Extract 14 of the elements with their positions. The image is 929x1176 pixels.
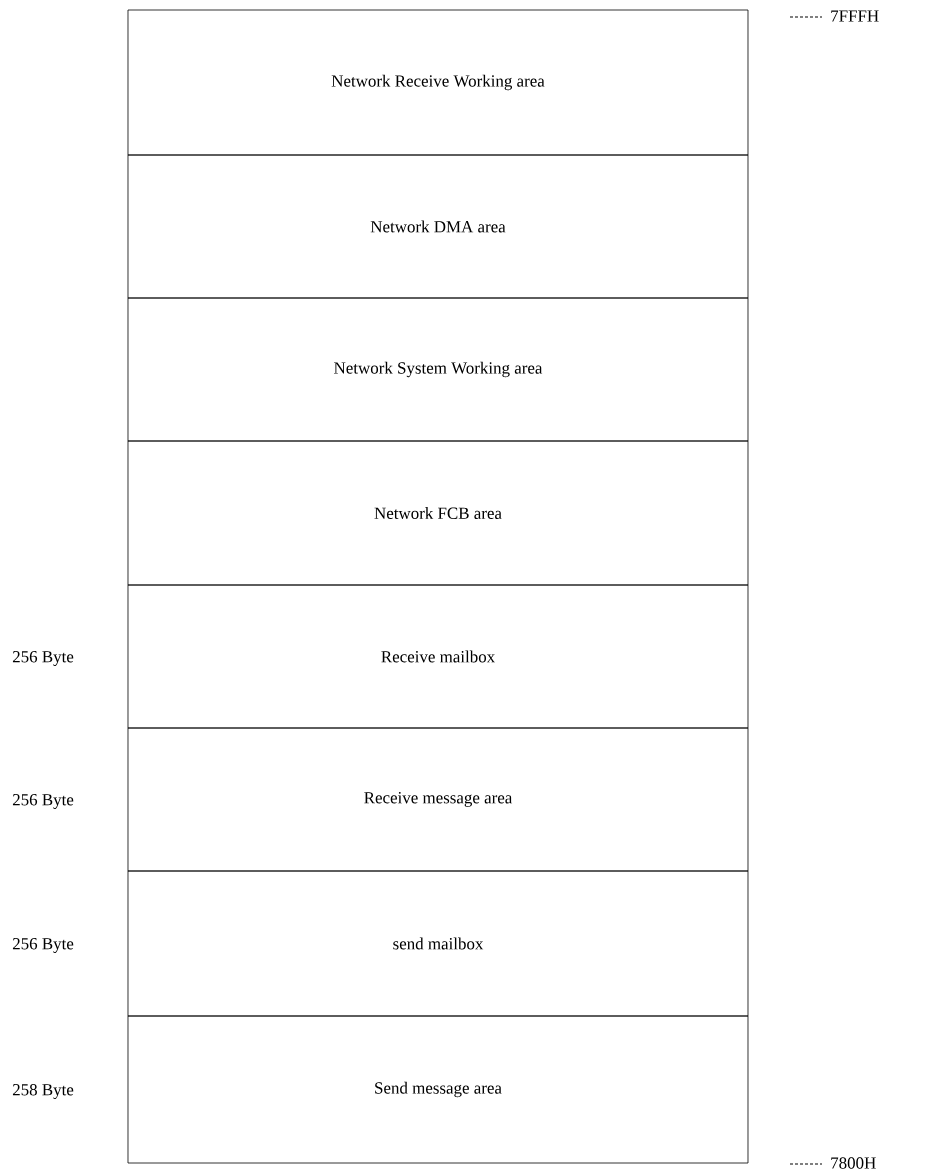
memory-block: Network System Working area [127, 297, 749, 442]
size-label: 256 Byte [12, 794, 74, 809]
memory-block: Send message area [127, 1015, 749, 1164]
size-label: 258 Byte [12, 1084, 74, 1099]
size-label: 256 Byte [12, 938, 74, 953]
memory-block: Network FCB area [127, 440, 749, 586]
size-label: 256 Byte [12, 651, 74, 666]
memory-block: Network Receive Working area [127, 9, 749, 156]
address-label: 7800H [831, 1157, 876, 1169]
memory-block: Receive mailbox [127, 584, 749, 729]
memory-block: Receive message area [127, 727, 749, 872]
memory-block: Network DMA area [127, 154, 749, 299]
memory-block: send mailbox [127, 870, 749, 1017]
address-label: 7FFFH [831, 10, 879, 22]
